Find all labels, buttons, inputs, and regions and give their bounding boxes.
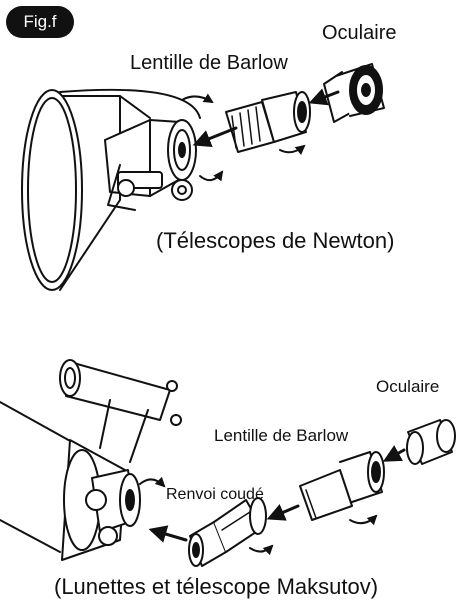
refractor-barlow-label: Lentille de Barlow (214, 426, 348, 446)
refractor-diagonal (189, 498, 272, 566)
newton-illustration (22, 64, 384, 290)
refractor-caption: (Lunettes et télescope Maksutov) (54, 574, 378, 600)
refractor-barlow (300, 452, 384, 523)
newton-caption: (Télescopes de Newton) (156, 228, 394, 254)
refractor-arrow-diagonal-to-focuser (152, 530, 186, 540)
refractor-arrow-eyepiece-to-barlow (386, 450, 404, 460)
newton-rotate-arrow-bottom (200, 172, 222, 180)
newton-barlow (226, 92, 310, 152)
refractor-eyepiece-label: Oculaire (376, 377, 439, 397)
figure-badge: Fig.f (6, 6, 74, 38)
refractor-rotate-arrow (140, 479, 164, 486)
refractor-eyepiece (407, 420, 455, 464)
refractor-arrow-barlow-to-diagonal (270, 506, 298, 518)
newton-arrow-barlow-to-focuser (196, 128, 236, 144)
newton-barlow-label: Lentille de Barlow (130, 52, 288, 75)
refractor-diagonal-label: Renvoi coudé (166, 486, 264, 504)
newton-eyepiece-label: Oculaire (322, 22, 396, 45)
newton-rotate-arrow-top (182, 96, 212, 102)
